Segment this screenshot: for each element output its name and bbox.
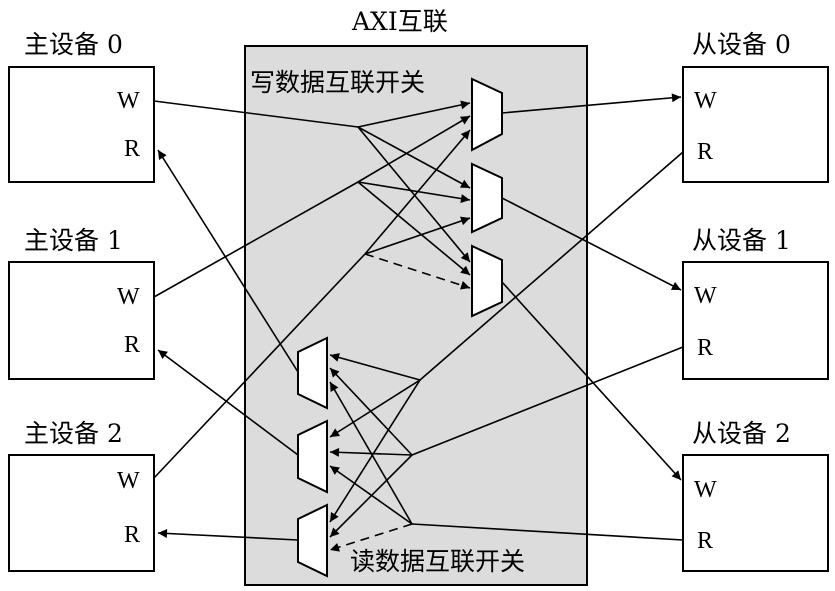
write-mux-1 [471, 162, 503, 234]
master-2-name: 主设备 2 [24, 419, 123, 448]
master-1-name: 主设备 1 [24, 226, 123, 255]
interconnect-title: AXI互联 [352, 7, 448, 36]
master-0-w-port: W [117, 88, 140, 114]
write-mux-2 [471, 244, 503, 318]
slave-1-box [682, 261, 829, 380]
slave-2-r-port: R [697, 528, 714, 554]
master-1-w-port: W [117, 284, 140, 310]
master-2-r-port: R [124, 522, 141, 548]
slave-1-name: 从设备 1 [692, 226, 791, 255]
master-2-w-port: W [117, 468, 140, 494]
write-connections [153, 93, 682, 481]
slave-2-name: 从设备 2 [692, 419, 791, 448]
slave-0-box [682, 66, 829, 183]
read-switch-label: 读数据互联开关 [350, 547, 526, 576]
write-switch-label: 写数据互联开关 [250, 68, 426, 97]
slave-2-w-port: W [694, 477, 717, 503]
master-1-box [8, 261, 155, 380]
slave-0-name: 从设备 0 [692, 30, 791, 59]
master-0-r-port: R [124, 136, 141, 162]
master-1-r-port: R [124, 332, 141, 358]
slave-1-w-port: W [694, 283, 717, 309]
read-mux-1 [297, 419, 328, 494]
master-2-box [8, 454, 155, 572]
master-0-name: 主设备 0 [24, 30, 123, 59]
slave-0-r-port: R [697, 139, 714, 165]
slave-0-w-port: W [694, 88, 717, 114]
read-mux-2 [297, 503, 328, 578]
master-0-box [8, 66, 155, 183]
read-mux-0 [297, 336, 328, 410]
write-mux-0 [471, 77, 503, 152]
read-connections [157, 149, 684, 552]
interconnect-box [244, 45, 588, 586]
slave-2-box [682, 454, 829, 572]
slave-1-r-port: R [697, 335, 714, 361]
